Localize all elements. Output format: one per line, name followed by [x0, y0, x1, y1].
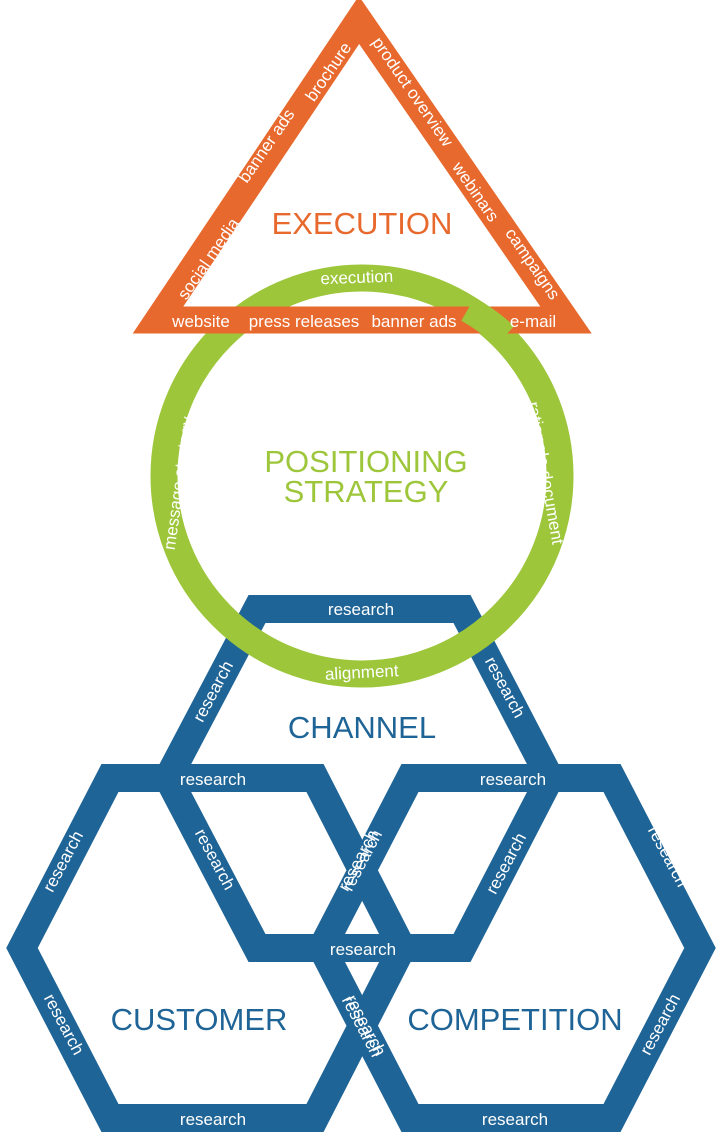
- execution-title: EXECUTION: [272, 206, 453, 241]
- positioning-title-line2: STRATEGY: [284, 474, 449, 509]
- execution-base-label: press releases: [249, 312, 360, 331]
- channel-bottom-label: research: [330, 940, 396, 959]
- execution-triangle: [132, 0, 592, 334]
- hexagon-shapes: [6, 595, 716, 1132]
- execution-base-label: e-mail: [510, 312, 556, 331]
- competition-bottom-label: research: [482, 1110, 548, 1129]
- execution-right-label: product overview: [368, 34, 457, 151]
- customer-bottom-label: research: [180, 1110, 246, 1129]
- competition-top-label: research: [480, 770, 546, 789]
- competition-hexagon: [306, 764, 716, 1132]
- positioning-ring: [150, 264, 574, 688]
- customer-top-label: research: [180, 770, 246, 789]
- customer-hexagon: [6, 764, 418, 1132]
- competition-title: COMPETITION: [407, 1002, 622, 1037]
- customer-title: CUSTOMER: [111, 1002, 288, 1037]
- execution-base-label: website: [171, 312, 230, 331]
- positioning-ring-overlap: [461, 297, 515, 347]
- channel-top-label: research: [328, 600, 394, 619]
- execution-base-label: banner ads: [371, 312, 456, 331]
- positioning-title-line1: POSITIONING: [264, 444, 467, 479]
- ring-bottom-label: alignment: [324, 661, 399, 684]
- channel-title: CHANNEL: [288, 710, 436, 745]
- ring-top-label: execution: [320, 267, 393, 289]
